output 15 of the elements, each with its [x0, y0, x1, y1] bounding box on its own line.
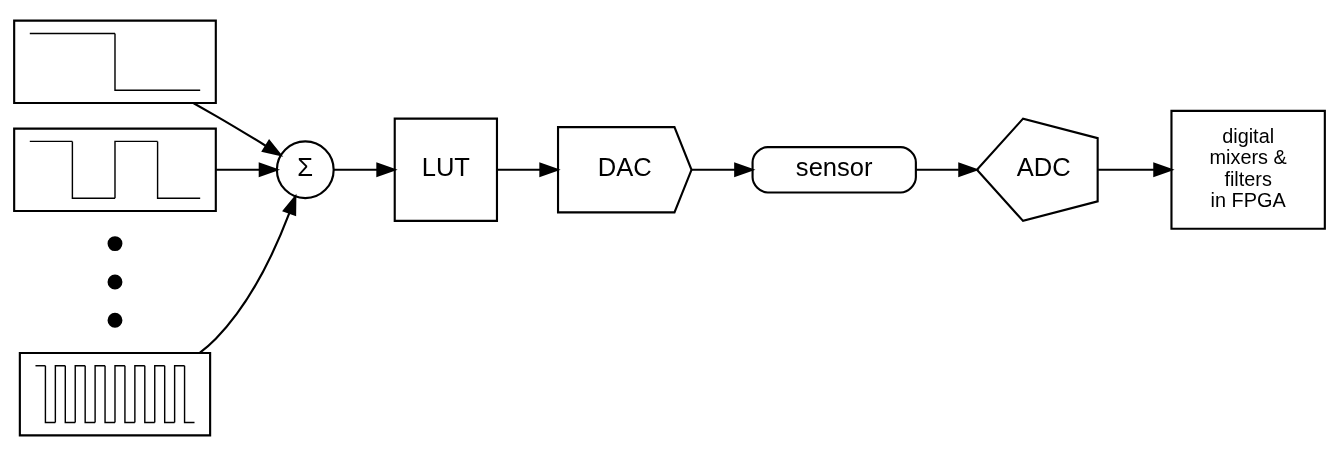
arrow — [497, 162, 561, 178]
node-picture — [13, 127, 217, 213]
arrow — [691, 162, 756, 178]
arrow — [1098, 162, 1175, 178]
node-box: digital mixers & filters in FPGA — [1170, 109, 1326, 230]
arrow — [199, 193, 297, 354]
node-picture — [13, 19, 217, 105]
node-box: LUT — [393, 117, 499, 222]
arrow — [216, 162, 281, 178]
arrow — [333, 162, 398, 178]
arrow — [193, 102, 284, 157]
arrow — [916, 162, 980, 178]
node-circle: Σ — [275, 140, 335, 200]
node-box: sensor — [751, 146, 917, 194]
node-picture — [18, 351, 212, 437]
